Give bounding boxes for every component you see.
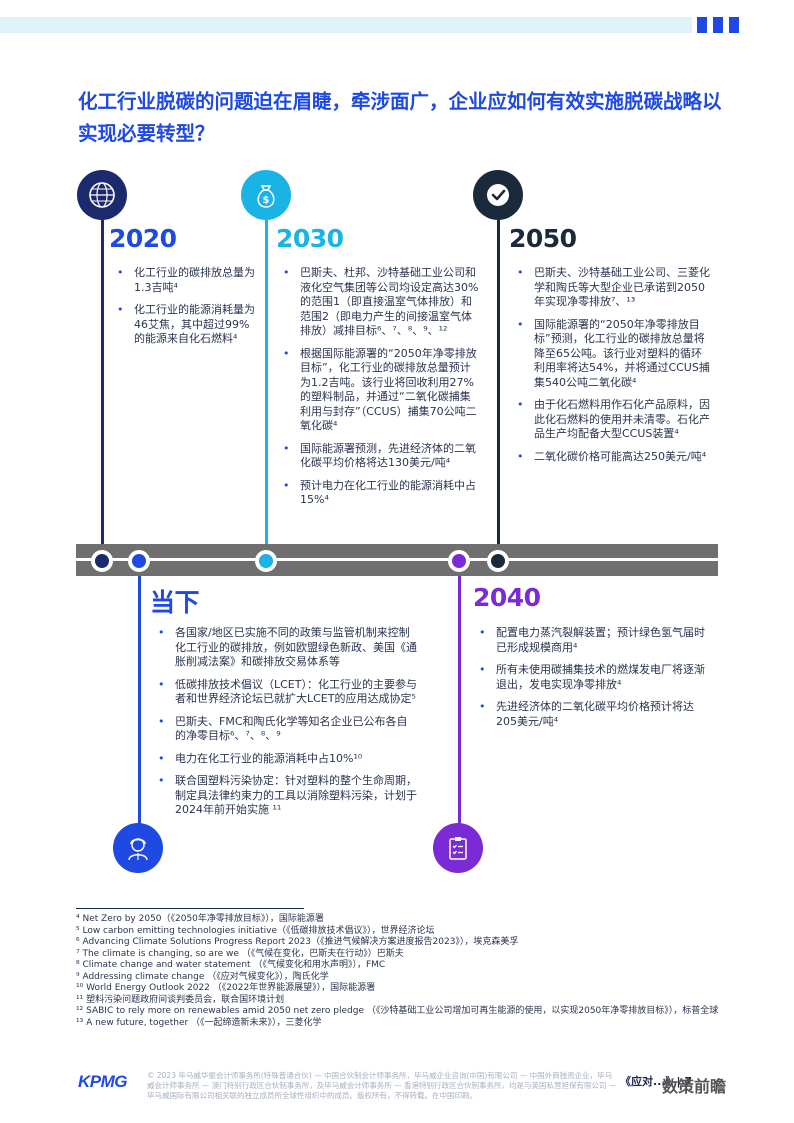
list-item: 根据国际能源署的“2050年净零排放目标”，化工行业的碳排放总量预计为1.2吉吨… [280, 347, 480, 434]
year-2050: 2050 [509, 224, 577, 253]
year-now: 当下 [150, 588, 200, 617]
footnote: ⁶ Advancing Climate Solutions Progress R… [76, 937, 519, 947]
connector-2040 [458, 560, 461, 848]
list-item: 联合国塑料污染协定：针对塑料的整个生命周期，制定具法律约束力的工具以消除塑料污染… [155, 774, 417, 818]
factory-worker-icon [113, 823, 163, 873]
connector-2030 [265, 220, 268, 560]
footnote: ¹¹ 塑料污染问题政府间谈判委员会，联合国环境计划 [76, 994, 285, 1005]
list-item: 配置电力蒸汽裂解装置；预计绿色氢气届时已形成规模商用⁴ [476, 626, 712, 655]
money-bag-icon: $ [241, 170, 291, 220]
list-item: 二氧化碳价格可能高达250美元/吨⁴ [514, 450, 710, 465]
globe-network-icon [77, 170, 127, 220]
page-title: 化工行业脱碳的问题迫在眉睫，牵涉面广，企业应如何有效实施脱碳战略以实现必要转型？ [78, 90, 722, 145]
checkmark-icon [473, 170, 523, 220]
list-item: 化工行业的碳排放总量为1.3吉吨⁴ [114, 266, 260, 295]
list-item: 国际能源署预测，先进经济体的二氧化碳平均价格将达130美元/吨⁴ [280, 442, 480, 471]
bullets-2040: 配置电力蒸汽裂解装置；预计绿色氢气届时已形成规模商用⁴ 所有未使用碳捕集技术的燃… [476, 626, 712, 737]
marker-2050 [487, 550, 509, 572]
marker-2040 [448, 550, 470, 572]
list-item: 电力在化工行业的能源消耗中占10%¹⁰ [155, 752, 417, 767]
list-item: 巴斯夫、FMC和陶氏化学等知名企业已公布各自的净零目标⁶、⁷、⁸、⁹ [155, 715, 417, 744]
footnote: ¹³ A new future, together （《一起缔造新未来》），三菱… [76, 1017, 322, 1028]
year-2040: 2040 [473, 583, 541, 612]
list-item: 低碳排放技术倡议（LCET）：化工行业的主要参与者和世界经济论坛已就扩大LCET… [155, 678, 417, 707]
header-square [697, 17, 707, 33]
list-item: 国际能源署的“2050年净零排放目标”预测，化工行业的碳排放总量将降至65公吨。… [514, 318, 710, 391]
footnote: ⁸ Climate change and water statement （《气… [76, 960, 386, 970]
list-item: 巴斯夫、沙特基础工业公司、三菱化学和陶氏等大型企业已承诺到2050年实现净零排放… [514, 266, 710, 310]
clipboard-checklist-icon [433, 823, 483, 873]
footnotes: ⁴ Net Zero by 2050（《2050年净零排放目标》），国际能源署 … [76, 914, 726, 1029]
kpmg-logo: KPMG [78, 1072, 128, 1091]
bullets-now: 各国家/地区已实施不同的政策与监管机制来控制化工行业的碳排放，例如欧盟绿色新政、… [155, 626, 417, 826]
bullets-2030: 巴斯夫、杜邦、沙特基础工业公司和液化空气集团等公司均设定高达30%的范围1（即直… [280, 266, 480, 516]
list-item: 预计电力在化工行业的能源消耗中占15%⁴ [280, 479, 480, 508]
footnote: ⁹ Addressing climate change （《应对气候变化》），陶… [76, 971, 329, 982]
road-center-line [76, 558, 718, 561]
footnote: ⁷ The climate is changing, so are we （《气… [76, 948, 404, 959]
year-2030: 2030 [276, 224, 344, 253]
marker-now [128, 550, 150, 572]
marker-2030 [255, 550, 277, 572]
list-item: 由于化石燃料用作石化产品原料，因此化石燃料的使用并未清零。石化产品生产均配备大型… [514, 398, 710, 442]
connector-now [138, 560, 141, 848]
list-item: 化工行业的能源消耗量为46艾焦，其中超过99%的能源来自化石燃料⁴ [114, 303, 260, 347]
list-item: 所有未使用碳捕集技术的燃煤发电厂将逐渐退出，发电实现净零排放⁴ [476, 663, 712, 692]
watermark: 数策前瞻 [662, 1077, 727, 1096]
header-band [0, 17, 692, 33]
list-item: 先进经济体的二氧化碳平均价格预计将达205美元/吨⁴ [476, 700, 712, 729]
bullets-2050: 巴斯夫、沙特基础工业公司、三菱化学和陶氏等大型企业已承诺到2050年实现净零排放… [514, 266, 710, 472]
year-2020: 2020 [109, 224, 177, 253]
footnote: ¹⁰ World Energy Outlook 2022 （《2022年世界能源… [76, 983, 376, 993]
header-square [729, 17, 739, 33]
marker-2020 [91, 550, 113, 572]
footnote: ⁵ Low carbon emitting technologies initi… [76, 925, 435, 936]
page-number: 《应对...》| 7 [620, 1075, 693, 1088]
connector-2050 [497, 220, 500, 560]
header-square [713, 17, 723, 33]
footnote-rule [76, 908, 304, 909]
footnote: ¹² SABIC to rely more on renewables amid… [76, 1006, 719, 1016]
bullets-2020: 化工行业的碳排放总量为1.3吉吨⁴ 化工行业的能源消耗量为46艾焦，其中超过99… [114, 266, 260, 355]
list-item: 各国家/地区已实施不同的政策与监管机制来控制化工行业的碳排放，例如欧盟绿色新政、… [155, 626, 417, 670]
svg-text:$: $ [263, 195, 270, 206]
list-item: 巴斯夫、杜邦、沙特基础工业公司和液化空气集团等公司均设定高达30%的范围1（即直… [280, 266, 480, 339]
copyright-text: © 2023 毕马威华振会计师事务所(特殊普通合伙) — 中国合伙制会计师事务所… [147, 1071, 617, 1100]
connector-2020 [101, 220, 104, 560]
footnote: ⁴ Net Zero by 2050（《2050年净零排放目标》），国际能源署 [76, 914, 324, 924]
timeline-road [76, 544, 718, 576]
